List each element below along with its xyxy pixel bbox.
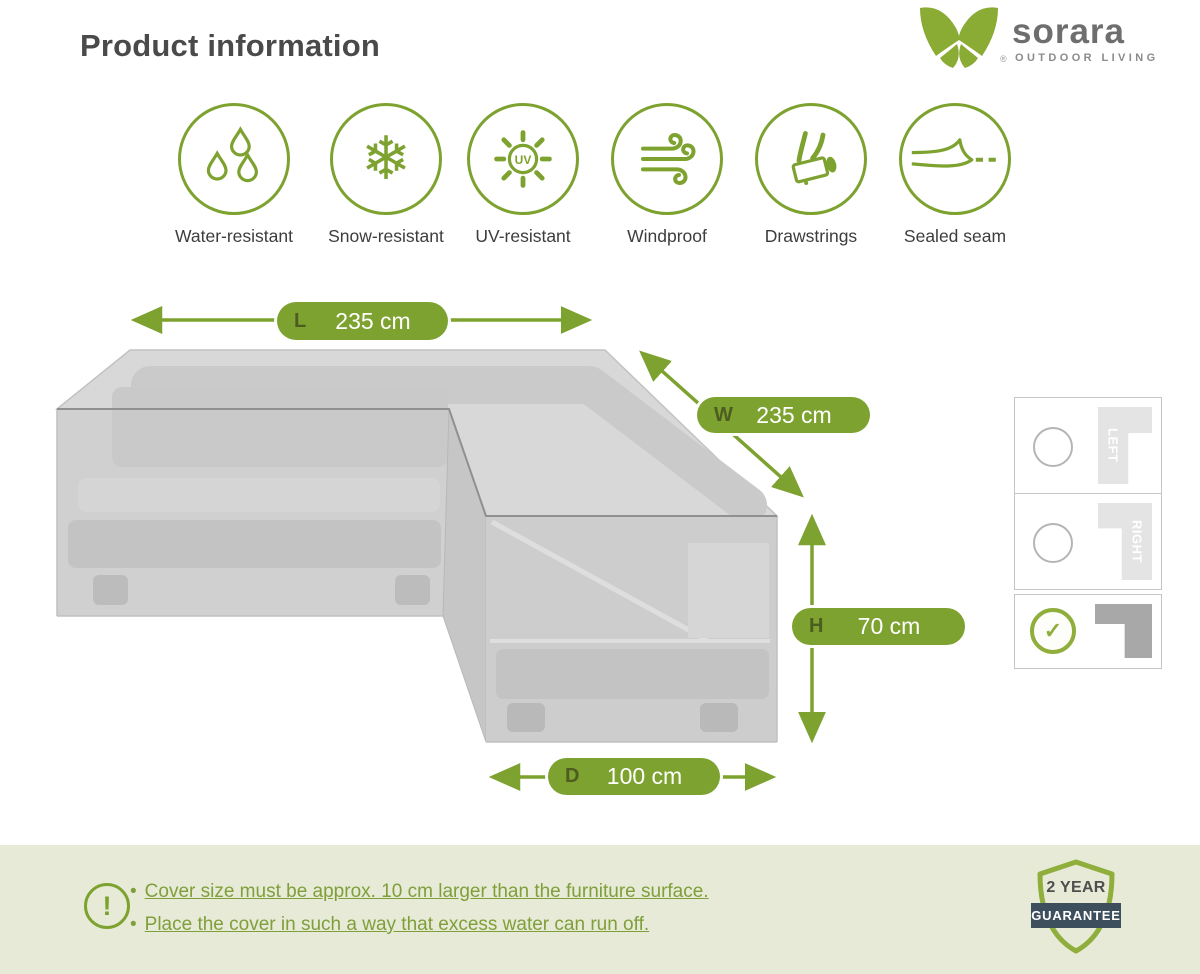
feature-water-resistant: Water-resistant bbox=[161, 103, 307, 247]
right-shape-label: RIGHT bbox=[1129, 520, 1145, 563]
page-title: Product information bbox=[80, 28, 381, 63]
sofa-foot bbox=[700, 703, 738, 732]
bullet: • bbox=[130, 881, 137, 902]
feature-label: Drawstrings bbox=[764, 226, 858, 246]
shape-option-selected[interactable]: ✓ bbox=[1014, 594, 1162, 669]
brand-logo: ® sorara OUTDOOR LIVING bbox=[916, 4, 1155, 74]
shape-selector: LEFT RIGHT ✓ bbox=[1014, 397, 1162, 669]
left-shape-thumbnail: LEFT bbox=[1098, 407, 1152, 484]
sealed-seam-icon bbox=[899, 103, 1011, 215]
dimension-letter: W bbox=[714, 403, 733, 426]
dimension-length-pill: L 235 cm bbox=[277, 302, 448, 340]
feature-snow-resistant: ❄ Snow-resistant bbox=[313, 103, 459, 247]
shape-option-left[interactable]: LEFT bbox=[1014, 397, 1162, 494]
exclamation-glyph: ! bbox=[102, 890, 112, 921]
wind-icon bbox=[611, 103, 723, 215]
guarantee-years: 2 YEAR bbox=[1046, 879, 1106, 896]
feature-label: UV-resistant bbox=[475, 226, 571, 246]
sofa-foot bbox=[395, 575, 430, 605]
cover-right-front-face bbox=[486, 516, 778, 743]
usage-notes: ! • Cover size must be approx. 10 cm larg… bbox=[0, 845, 1200, 974]
feature-uv-resistant: UV UV-resistant bbox=[450, 103, 596, 247]
guarantee-banner: GUARANTEE bbox=[1031, 903, 1121, 928]
note-line: • Cover size must be approx. 10 cm larger… bbox=[130, 875, 709, 908]
dimension-height-pill: H 70 cm bbox=[792, 608, 965, 645]
dimension-value: 100 cm bbox=[606, 763, 683, 789]
radio-checked[interactable]: ✓ bbox=[1030, 608, 1076, 654]
uv-sun-icon: UV bbox=[467, 103, 579, 215]
feature-label: Water-resistant bbox=[175, 226, 293, 246]
shield-icon bbox=[1037, 859, 1115, 954]
feature-label: Snow-resistant bbox=[328, 226, 444, 246]
snowflake-glyph: ❄ bbox=[360, 125, 412, 192]
note-text: Cover size must be approx. 10 cm larger … bbox=[144, 881, 709, 902]
feature-label: Windproof bbox=[627, 226, 707, 246]
check-icon: ✓ bbox=[1043, 618, 1063, 643]
brand-name: sorara bbox=[1012, 12, 1126, 51]
dimension-width-pill: W 235 cm bbox=[697, 397, 870, 433]
radio-left[interactable] bbox=[1033, 427, 1073, 467]
right-shape-thumbnail: RIGHT bbox=[1098, 503, 1152, 580]
note-line: • Place the cover in such a way that exce… bbox=[130, 908, 709, 941]
sofa-foot bbox=[507, 703, 545, 732]
radio-right[interactable] bbox=[1033, 523, 1073, 563]
feature-windproof: Windproof bbox=[594, 103, 740, 247]
shape-option-right[interactable]: RIGHT bbox=[1014, 493, 1162, 590]
sofa-foot bbox=[93, 575, 128, 605]
selected-shape-thumbnail bbox=[1095, 604, 1152, 658]
feature-sealed-seam: Sealed seam bbox=[882, 103, 1028, 247]
water-drops-icon bbox=[178, 103, 290, 215]
guarantee-badge: 2 YEAR GUARANTEE bbox=[1031, 857, 1121, 959]
uv-label: UV bbox=[515, 153, 532, 167]
dimension-letter: L bbox=[294, 309, 307, 332]
feature-label: Sealed seam bbox=[903, 226, 1007, 246]
snowflake-icon: ❄ bbox=[330, 103, 442, 215]
dimension-letter: D bbox=[565, 765, 580, 787]
dimension-value: 70 cm bbox=[857, 613, 921, 639]
registered-trademark: ® bbox=[1000, 54, 1007, 64]
sorara-butterfly-icon bbox=[920, 7, 998, 68]
brand-tagline: OUTDOOR LIVING bbox=[1015, 52, 1159, 64]
dimension-depth-pill: D 100 cm bbox=[548, 758, 720, 795]
exclamation-icon: ! bbox=[84, 883, 130, 929]
dimension-letter: H bbox=[809, 615, 824, 637]
left-shape-label: LEFT bbox=[1105, 428, 1121, 463]
dimension-value: 235 cm bbox=[335, 307, 411, 334]
bullet: • bbox=[130, 914, 137, 935]
dimension-value: 235 cm bbox=[756, 401, 832, 428]
cover-left-front-face bbox=[56, 387, 449, 617]
drawstring-toggle-icon bbox=[755, 103, 867, 215]
feature-drawstrings: Drawstrings bbox=[738, 103, 884, 247]
note-text: Place the cover in such a way that exces… bbox=[144, 914, 650, 935]
cover-front-edge bbox=[57, 408, 777, 517]
